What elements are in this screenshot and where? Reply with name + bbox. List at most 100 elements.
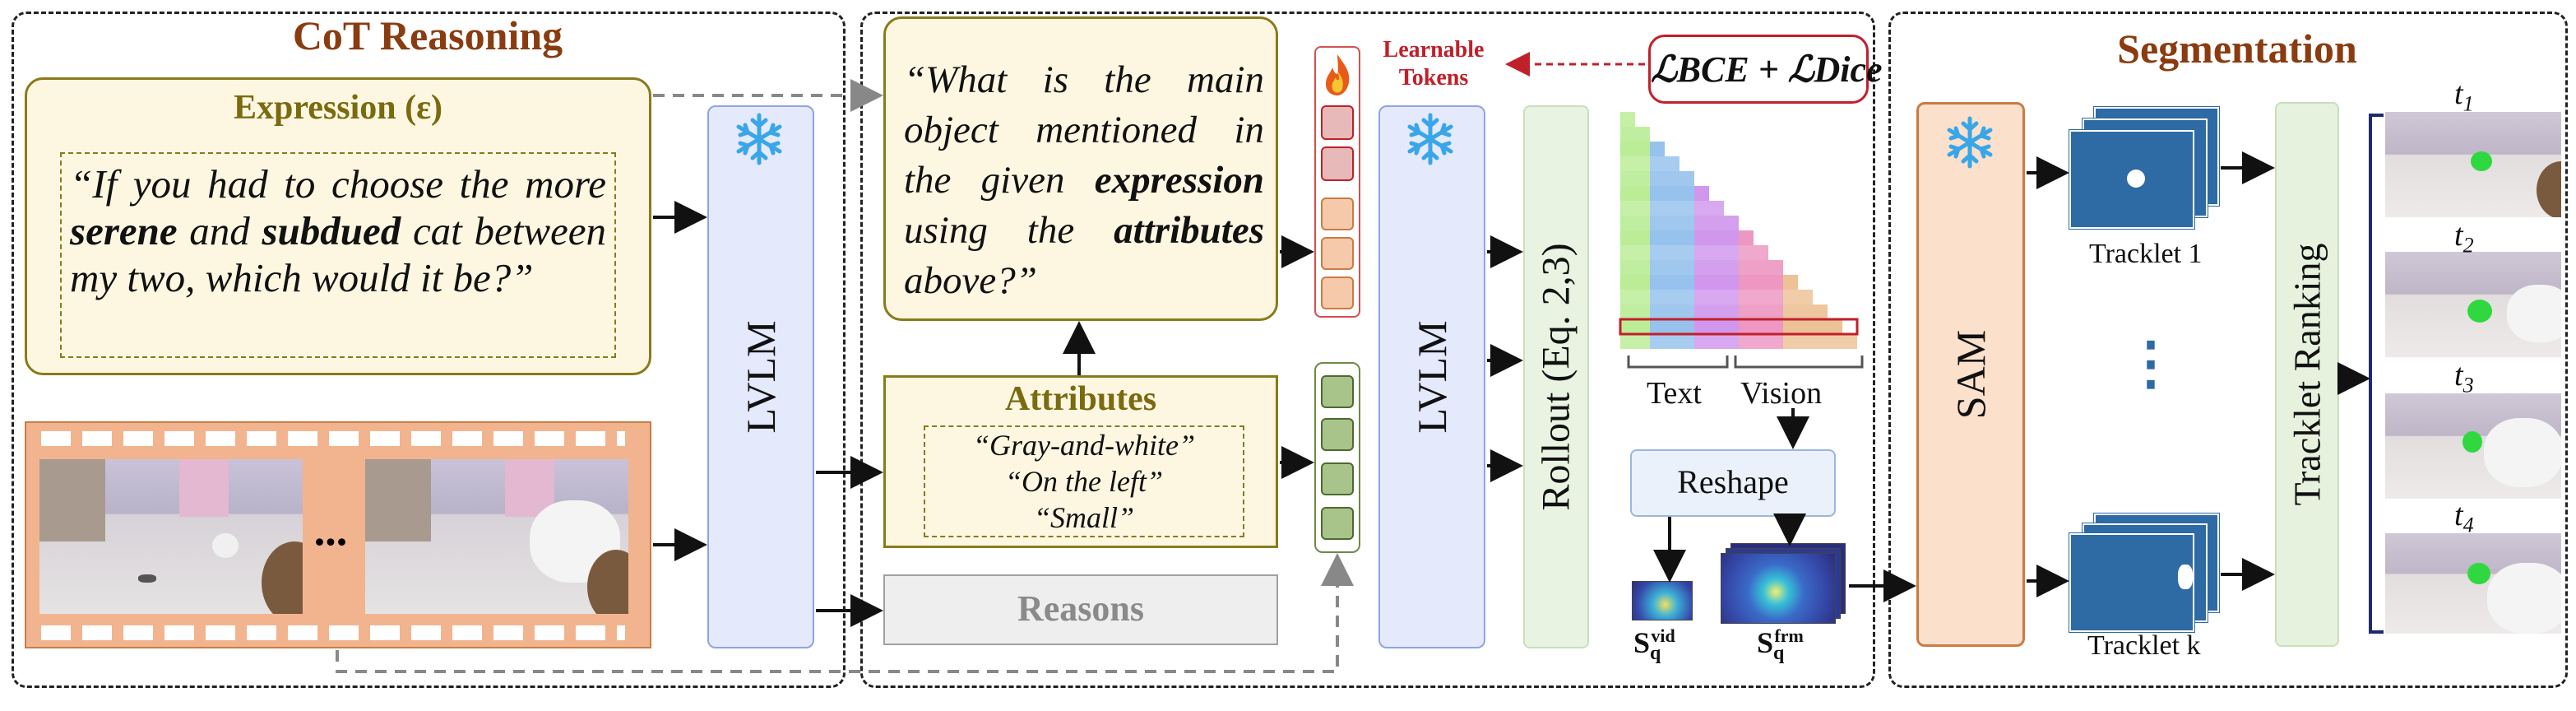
attention-cell bbox=[1635, 275, 1650, 290]
attention-cell bbox=[1650, 260, 1665, 275]
learnable-token bbox=[1321, 105, 1354, 140]
attention-cell bbox=[1694, 216, 1709, 230]
attention-cell bbox=[1783, 275, 1798, 290]
attention-cell bbox=[1694, 230, 1709, 245]
attention-cell bbox=[1842, 334, 1857, 349]
output-frame-4 bbox=[2385, 533, 2561, 634]
attention-cell bbox=[1665, 230, 1679, 245]
attention-cell bbox=[1665, 275, 1679, 290]
attention-cell bbox=[1724, 290, 1739, 304]
attention-cell bbox=[1635, 260, 1650, 275]
time-label-2: t2 bbox=[2454, 218, 2474, 258]
tracklet-1-label: Tracklet 1 bbox=[2089, 239, 2203, 269]
tracklet-1-mask bbox=[2069, 129, 2195, 230]
tracklet-k-label: Tracklet k bbox=[2087, 630, 2201, 661]
sam-module: SAM bbox=[1916, 102, 2025, 647]
attention-cell bbox=[1620, 216, 1635, 230]
rollout-label: Rollout (Eq. 2,3) bbox=[1534, 243, 1578, 511]
tracklet-ranking-box: Tracklet Ranking bbox=[2275, 102, 2339, 647]
attention-cell bbox=[1679, 290, 1694, 304]
attention-cell bbox=[1783, 334, 1798, 349]
attribute-item: “On the left” bbox=[1004, 465, 1163, 498]
attention-cell bbox=[1679, 171, 1694, 186]
reasons-box: Reasons bbox=[883, 574, 1278, 645]
attention-cell bbox=[1650, 290, 1665, 304]
attention-cell bbox=[1754, 245, 1768, 260]
film-holes-top bbox=[26, 423, 650, 453]
attention-cell bbox=[1798, 334, 1813, 349]
attention-cell bbox=[1754, 290, 1768, 304]
saliency-video-label: Sqvid bbox=[1633, 625, 1675, 665]
middle-section bbox=[860, 12, 1875, 688]
attention-cell bbox=[1620, 260, 1635, 275]
attention-cell bbox=[1813, 334, 1828, 349]
attention-cell bbox=[1635, 171, 1650, 186]
attention-cell bbox=[1620, 230, 1635, 245]
attention-cell bbox=[1754, 334, 1768, 349]
attention-cell bbox=[1754, 275, 1768, 290]
attention-cell bbox=[1620, 156, 1635, 171]
attention-cell bbox=[1665, 216, 1679, 230]
time-label-1: t1 bbox=[2454, 77, 2474, 116]
attention-cell bbox=[1709, 245, 1724, 260]
attention-cell bbox=[1635, 156, 1650, 171]
fire-icon bbox=[1321, 53, 1354, 97]
attention-cell bbox=[1679, 186, 1694, 201]
attention-cell bbox=[1635, 186, 1650, 201]
attention-cell bbox=[1724, 319, 1739, 334]
attention-cell bbox=[1724, 230, 1739, 245]
attention-cell bbox=[1635, 304, 1650, 319]
attention-cell bbox=[1739, 319, 1754, 334]
attention-cell bbox=[1650, 319, 1665, 334]
attention-cell bbox=[1665, 260, 1679, 275]
snowflake-icon bbox=[732, 112, 786, 166]
rollout-box: Rollout (Eq. 2,3) bbox=[1523, 105, 1589, 648]
attention-cell bbox=[1650, 156, 1665, 171]
attention-cell bbox=[1679, 319, 1694, 334]
attention-cell bbox=[1709, 304, 1724, 319]
tracklet-k-mask bbox=[2069, 532, 2195, 633]
attention-cell bbox=[1709, 260, 1724, 275]
attention-cell bbox=[1694, 201, 1709, 216]
cot-title: CoT Reasoning bbox=[292, 12, 563, 58]
attribute-token bbox=[1321, 198, 1354, 230]
attention-cell bbox=[1650, 171, 1665, 186]
loss-box: ℒBCE + ℒDice bbox=[1648, 35, 1883, 104]
attention-cell bbox=[1635, 127, 1650, 142]
output-bracket bbox=[2369, 114, 2384, 634]
attention-cell bbox=[1768, 304, 1783, 319]
lvlm-frozen-1: LVLM bbox=[707, 105, 814, 648]
learnable-token bbox=[1321, 146, 1354, 181]
axis-label-text: Text bbox=[1647, 376, 1702, 411]
attention-cell bbox=[1665, 319, 1679, 334]
attention-cell bbox=[1620, 171, 1635, 186]
question-text: “What is the main object mentioned in th… bbox=[904, 58, 1264, 302]
video-ellipsis: ... bbox=[313, 505, 348, 555]
attention-cell bbox=[1620, 186, 1635, 201]
attention-cell bbox=[1709, 290, 1724, 304]
attention-cell bbox=[1709, 319, 1724, 334]
attention-cell bbox=[1665, 186, 1679, 201]
attention-cell bbox=[1620, 334, 1635, 349]
attention-cell bbox=[1739, 304, 1754, 319]
attention-cell bbox=[1709, 275, 1724, 290]
attention-cell bbox=[1665, 290, 1679, 304]
attention-cell bbox=[1620, 112, 1635, 127]
attention-cell bbox=[1679, 216, 1694, 230]
snowflake-icon bbox=[1403, 112, 1457, 166]
expression-box: Expression (ε) “If you had to choose the… bbox=[25, 77, 651, 375]
attention-cell bbox=[1813, 319, 1828, 334]
attention-cell bbox=[1709, 230, 1724, 245]
lvlm-frozen-2: LVLM bbox=[1378, 105, 1485, 648]
tracklet-ranking-label: Tracklet Ranking bbox=[2286, 243, 2328, 506]
attributes-list: “Gray-and-white” “On the left” “Small” bbox=[924, 425, 1244, 537]
attention-cell bbox=[1783, 319, 1798, 334]
attention-cell bbox=[1739, 260, 1754, 275]
attention-cell bbox=[1620, 127, 1635, 142]
attention-cell bbox=[1620, 319, 1635, 334]
attention-cell bbox=[1694, 319, 1709, 334]
sam-label: SAM bbox=[1948, 329, 1994, 420]
attention-cell bbox=[1635, 230, 1650, 245]
attention-cell bbox=[1665, 171, 1679, 186]
attention-cell bbox=[1724, 216, 1739, 230]
